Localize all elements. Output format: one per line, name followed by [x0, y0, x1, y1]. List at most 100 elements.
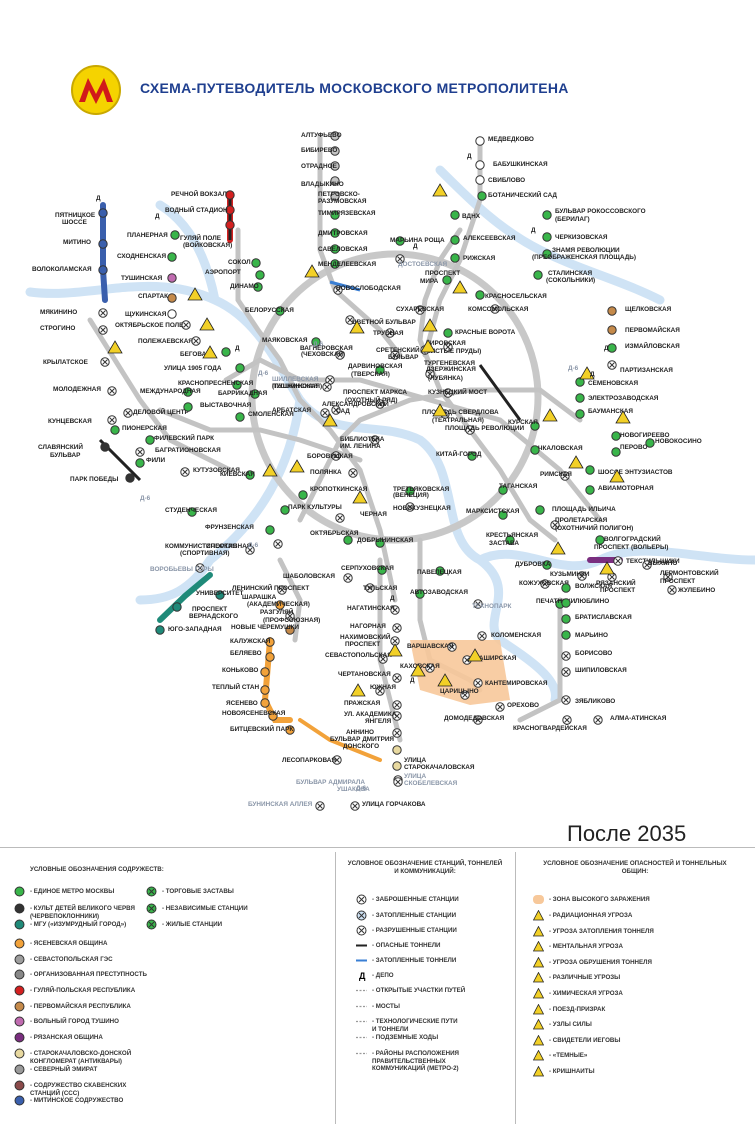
station-label[interactable]: МАРЬИНО	[575, 632, 608, 639]
station-label[interactable]: ОРЕХОВО	[507, 702, 539, 709]
station-marker[interactable]	[167, 273, 177, 283]
station-marker[interactable]	[275, 600, 285, 610]
station-label[interactable]: ВДНХ	[462, 213, 481, 220]
station-label[interactable]: ПРАЖСКАЯ	[344, 700, 381, 707]
station-label[interactable]: ШАБОЛОВСКАЯ	[283, 573, 335, 580]
station-marker[interactable]	[392, 761, 402, 771]
station-label[interactable]: СРЕТЕНСКИЙ	[376, 345, 420, 354]
station-label[interactable]: КУНЦЕВСКАЯ	[48, 418, 92, 425]
station-marker[interactable]	[251, 258, 261, 268]
station-marker[interactable]	[542, 232, 552, 242]
station-label[interactable]: ЧЕРКИЗОВСКАЯ	[555, 234, 608, 241]
station-label[interactable]: СВИБЛОВО	[488, 177, 525, 184]
station-label[interactable]: КАНТЕМИРОВСКАЯ	[485, 680, 548, 687]
station-label[interactable]: ОКТЯБРЬСКОЕ ПОЛЕ	[115, 322, 184, 329]
station-label[interactable]: (ЧЕХОВСКАЯ)	[301, 351, 345, 358]
station-label[interactable]: КРАСНОСЕЛЬСКАЯ	[485, 293, 547, 300]
station-marker[interactable]	[585, 465, 595, 475]
station-marker[interactable]	[443, 328, 453, 338]
station-label[interactable]: (СПОРТИВНАЯ)	[180, 550, 230, 557]
station-marker[interactable]	[442, 275, 452, 285]
station-label[interactable]: (ВЕНЕЦИЯ)	[393, 492, 429, 499]
station-label[interactable]: БЕЛЯЕВО	[230, 650, 262, 657]
station-label[interactable]: ПЛОЩАДЬ ИЛЬИЧА	[552, 506, 616, 513]
station-marker[interactable]	[110, 425, 120, 435]
station-label[interactable]: МЕЖДУНАРОДНАЯ	[140, 388, 201, 395]
station-marker[interactable]	[375, 538, 385, 548]
station-label[interactable]: МЕНДЕЛЕЕВСКАЯ	[318, 261, 377, 268]
station-marker[interactable]	[100, 442, 110, 452]
station-marker[interactable]	[450, 235, 460, 245]
station-label[interactable]: ДОБРЫНИНСКАЯ	[357, 537, 414, 544]
station-marker[interactable]	[253, 282, 263, 292]
station-label[interactable]: КУТУЗОВСКАЯ	[193, 467, 240, 474]
station-label[interactable]: ШОССЕ	[62, 219, 88, 226]
station-label[interactable]: (ВОЙКОВСКАЯ)	[183, 240, 232, 249]
station-marker[interactable]	[405, 486, 415, 496]
station-label[interactable]: БУЛЬВАР	[50, 452, 81, 459]
station-label[interactable]: ЩУКИНСКАЯ	[125, 311, 167, 318]
station-label[interactable]: КОЛОМЕНСКАЯ	[491, 632, 541, 639]
station-marker[interactable]	[145, 435, 155, 445]
station-marker[interactable]	[575, 409, 585, 419]
station-label[interactable]: БУЛЬВАР РОКОССОВСКОГО	[555, 208, 646, 215]
station-label[interactable]: СТАЛИНСКАЯ	[548, 270, 592, 277]
station-label[interactable]: МАЯКОВСКАЯ	[262, 337, 308, 344]
hazard-warning-icon[interactable]	[262, 463, 278, 477]
station-label[interactable]: БЕЛОРУССКАЯ	[245, 307, 294, 314]
station-label[interactable]: НОВОКОСИНО	[655, 438, 702, 445]
station-marker[interactable]	[505, 535, 515, 545]
station-label[interactable]: КИЕВСКАЯ	[220, 471, 255, 478]
station-marker[interactable]	[285, 625, 295, 635]
station-label[interactable]: АЛЕКСЕЕВСКАЯ	[463, 235, 516, 242]
hazard-warning-icon[interactable]	[202, 345, 218, 359]
station-label[interactable]: УЛИЦА 1905 ГОДА	[164, 365, 222, 372]
station-label[interactable]: ВОЛГОГРАДСКИЙ	[604, 534, 661, 543]
station-label[interactable]: СОКОЛ	[228, 259, 251, 266]
station-marker[interactable]	[285, 725, 295, 735]
station-label[interactable]: БИБЛИОТЕКА	[340, 436, 385, 443]
station-marker[interactable]	[235, 363, 245, 373]
station-marker[interactable]	[215, 590, 225, 600]
station-label[interactable]: ВОЛЖСКАЯ	[575, 583, 612, 590]
station-label[interactable]: УЛИЦА ГОРЧАКОВА	[362, 801, 426, 808]
station-marker[interactable]	[607, 325, 617, 335]
hazard-warning-icon[interactable]	[349, 320, 365, 334]
station-label[interactable]: ПРОСПЕКТ	[600, 587, 635, 594]
station-marker[interactable]	[260, 698, 270, 708]
station-label[interactable]: ТЕКСТИЛЬЩИКИ	[626, 558, 680, 565]
station-marker[interactable]	[330, 244, 340, 254]
station-label[interactable]: ЮГО-ЗАПАДНАЯ	[168, 626, 222, 633]
station-marker[interactable]	[535, 505, 545, 515]
station-label[interactable]: СТАРОКАЧАЛОВСКАЯ	[404, 764, 475, 771]
hazard-warning-icon[interactable]	[432, 403, 448, 417]
station-label[interactable]: ПАРК ПОБЕДЫ	[70, 476, 118, 483]
station-label[interactable]: САД	[336, 408, 350, 415]
station-marker[interactable]	[330, 259, 340, 269]
station-label[interactable]: БИТЦЕВСКИЙ ПАРК	[230, 724, 293, 733]
station-marker[interactable]	[245, 470, 255, 480]
station-marker[interactable]	[183, 402, 193, 412]
station-marker[interactable]	[260, 685, 270, 695]
station-marker[interactable]	[542, 249, 552, 259]
station-label[interactable]: НАГАТИНСКАЯ	[347, 605, 395, 612]
station-marker[interactable]	[260, 667, 270, 677]
station-label[interactable]: ЯНГЕЛЯ	[365, 718, 392, 725]
station-label[interactable]: ПЯТНИЦКОЕ	[55, 212, 96, 219]
station-marker[interactable]	[343, 535, 353, 545]
station-marker[interactable]	[375, 365, 385, 375]
station-marker[interactable]	[530, 445, 540, 455]
station-marker[interactable]	[167, 252, 177, 262]
station-label[interactable]: РИЖСКАЯ	[463, 255, 496, 262]
station-label[interactable]: МЯКИНИНО	[40, 309, 77, 316]
station-label[interactable]: ГУЛЯЙ ПОЛЕ	[180, 233, 222, 242]
station-label[interactable]: ПРОСПЕКТ	[345, 641, 380, 648]
station-label[interactable]: ОТРАДНОЕ	[301, 163, 338, 170]
station-label[interactable]: (ЛУБЯНКА)	[428, 375, 463, 382]
station-label[interactable]: ПРОСПЕКТ	[660, 578, 695, 585]
station-label[interactable]: ФРУНЗЕНСКАЯ	[205, 524, 254, 531]
station-label[interactable]: АЛМА-АТИНСКАЯ	[610, 715, 667, 722]
station-marker[interactable]	[498, 485, 508, 495]
station-marker[interactable]	[125, 473, 135, 483]
station-marker[interactable]	[561, 630, 571, 640]
